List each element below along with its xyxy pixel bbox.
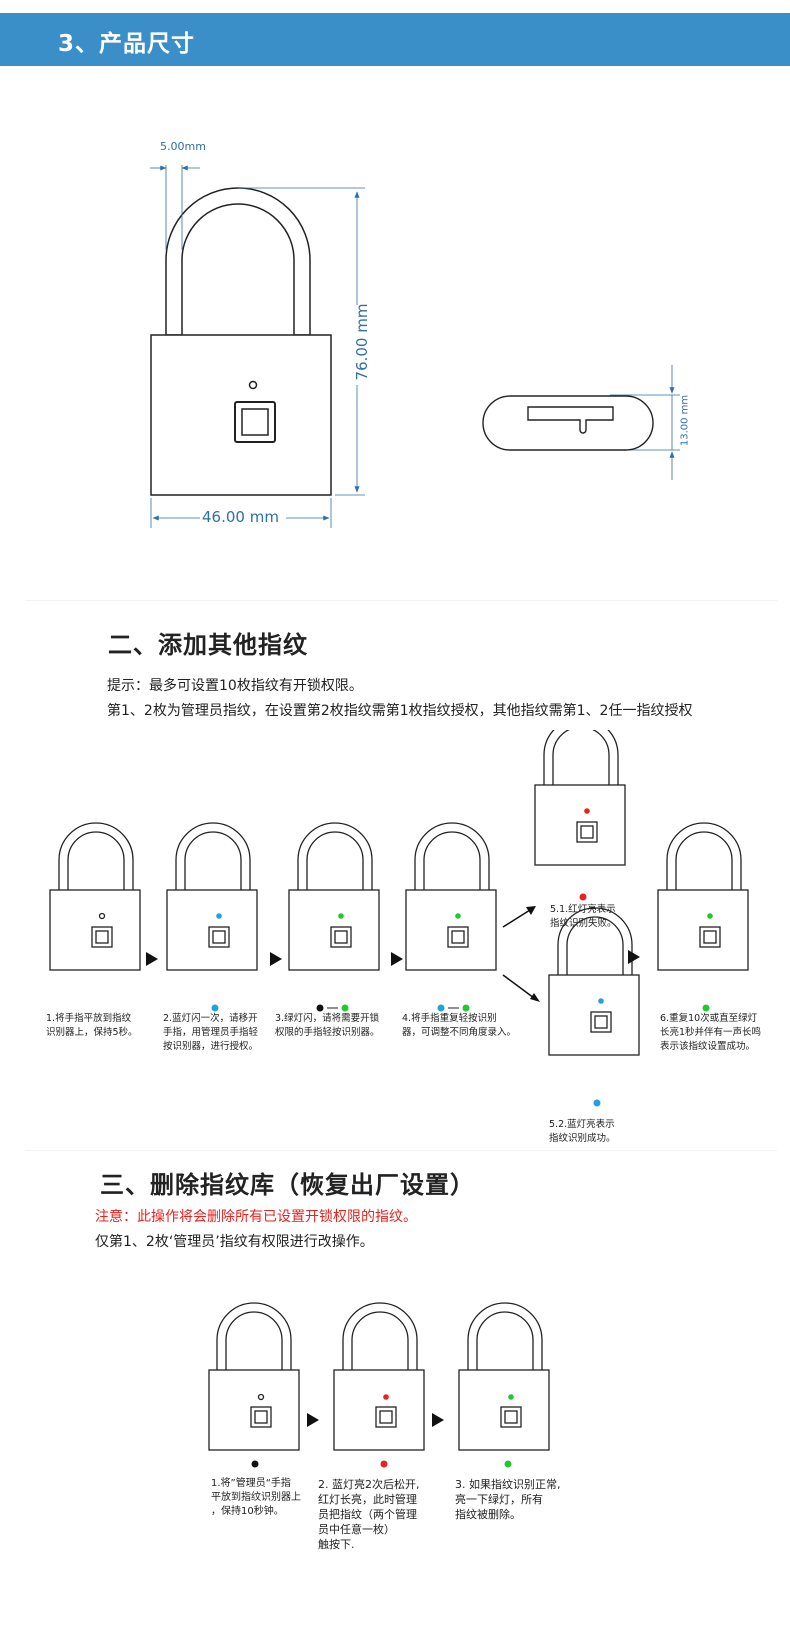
- padlock-side-view: [482, 395, 654, 451]
- dim-width: 46.00 mm: [202, 508, 279, 526]
- dimension-drawing: [150, 165, 680, 528]
- led-blue-indicator: [211, 1004, 219, 1012]
- section2-note: 第1、2枚为管理员指纹，在设置第2枚指纹需第1枚指纹授权，其他指纹需第1、2任一…: [107, 703, 693, 719]
- add-step-2-caption: 2.蓝灯闪一次，请移开 手指，用管理员手指轻 按识别器，进行授权。: [163, 1013, 259, 1052]
- divider: [25, 600, 777, 601]
- led-blue: [216, 913, 222, 919]
- lock-step-5-1: [534, 730, 626, 866]
- section2-tip: 提示：最多可设置10枚指纹有开锁权限。: [107, 678, 363, 694]
- led-red: [584, 808, 590, 814]
- lock-step-5-2: [548, 907, 640, 1056]
- lock-step-4: [405, 822, 497, 971]
- led-green-indicator: [462, 1004, 470, 1012]
- reset-step-3-caption: 3. 如果指纹识别正常, 亮一下绿灯，所有 指纹被删除。: [455, 1478, 561, 1521]
- reset-step-2-caption: 2. 蓝灯亮2次后松开, 红灯长亮，此时管理 员把指纹（两个管理 员中任意一枚）…: [318, 1478, 420, 1551]
- lock-step-2: [166, 822, 258, 971]
- add-step-4-caption: 4.将手指重复轻按识别 器，可调整不同角度录入。: [402, 1013, 517, 1038]
- led-green-indicator: [504, 1460, 512, 1468]
- lock-step-3: [288, 822, 380, 971]
- reset-step-1-caption: 1.将”管理员“手指 平放到指纹识别器上 ，保持10秒钟。: [211, 1478, 301, 1517]
- flow-arrows: [146, 950, 640, 966]
- reset-lock-2: [333, 1302, 425, 1451]
- divider: [25, 1150, 777, 1151]
- section-title-product-size: 3、产品尺寸: [58, 31, 196, 57]
- led-black-indicator: [251, 1460, 259, 1468]
- section2-title: 二、添加其他指纹: [108, 631, 308, 659]
- add-fingerprint-flow: [49, 730, 749, 1107]
- lock-step-6: [657, 822, 749, 971]
- dim-shackle-width: 5.00mm: [160, 140, 206, 153]
- padlock-front-view: [150, 187, 332, 496]
- add-step-3-caption: 3.绿灯闪，请将需要开锁 权限的手指轻按识别器。: [275, 1013, 380, 1038]
- led-green-indicator: [702, 1004, 710, 1012]
- led-blue: [598, 998, 604, 1004]
- flow-arrows: [307, 1413, 444, 1427]
- led-green: [338, 913, 344, 919]
- led-red: [383, 1394, 389, 1400]
- led-green: [508, 1394, 514, 1400]
- led-green-indicator: [341, 1004, 349, 1012]
- led-blue-indicator: [593, 1099, 601, 1107]
- section3-title: 三、删除指纹库（恢复出厂设置）: [100, 1171, 475, 1199]
- section-header-bar: [0, 13, 790, 66]
- section3-note: 仅第1、2枚‘管理员’指纹有权限进行改操作。: [95, 1234, 374, 1250]
- dim-thickness: 13.00 mm: [679, 394, 691, 447]
- lock-step-1: [49, 822, 141, 971]
- led-green: [455, 913, 461, 919]
- led-green: [707, 913, 713, 919]
- dim-height: 76.00 mm: [353, 303, 371, 381]
- reset-lock-1: [208, 1302, 300, 1451]
- add-step-5-2-caption: 5.2.蓝灯亮表示 指纹识别成功。: [549, 1119, 616, 1144]
- add-step-5-1-caption: 5.1.红灯亮表示 指纹识别失败。: [550, 904, 617, 929]
- reset-fingerprint-flow: [208, 1302, 550, 1468]
- section3-warning: 注意：此操作将会删除所有已设置开锁权限的指纹。: [95, 1209, 417, 1225]
- led-black-indicator: [316, 1004, 324, 1012]
- reset-lock-3: [458, 1302, 550, 1451]
- led-red-indicator: [380, 1460, 388, 1468]
- add-step-1-caption: 1.将手指平放到指纹 识别器上，保持5秒。: [46, 1013, 138, 1038]
- add-step-6-caption: 6.重复10次或直至绿灯 长亮1秒并伴有一声长鸣 表示该指纹设置成功。: [660, 1013, 762, 1052]
- led-red-indicator: [579, 893, 587, 901]
- led-blue-indicator: [437, 1004, 445, 1012]
